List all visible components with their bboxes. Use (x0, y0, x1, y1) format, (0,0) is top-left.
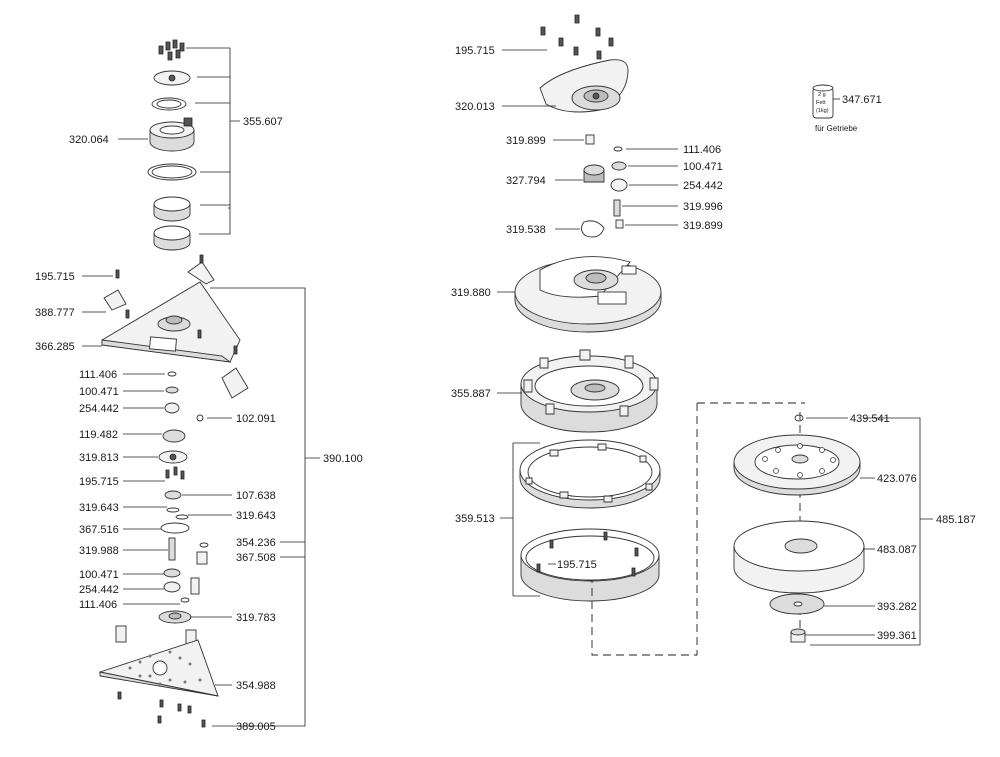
leaders-bottom-right (805, 605, 875, 636)
label-327794: 327.794 (506, 175, 546, 187)
label-100471: 100.471 (683, 161, 723, 173)
bracket-485187 (810, 417, 933, 646)
label-320013: 320.013 (455, 101, 495, 113)
rings-359513 (519, 439, 661, 602)
dashed-frame (591, 402, 805, 656)
label-319996: 319.996 (683, 201, 723, 213)
label-119482: 119.482 (79, 429, 118, 441)
label-319643: 319.643 (79, 502, 119, 514)
top-screws-left (158, 39, 185, 61)
label-355887: 355.887 (451, 388, 491, 400)
label-319783: 319.783 (236, 612, 276, 624)
label-100471: 100.471 (79, 386, 119, 398)
label-389005: 389.005 (236, 721, 276, 733)
label-483087: 483.087 (877, 544, 917, 556)
leaders-small-parts (553, 139, 678, 230)
label-319813: 319.813 (79, 452, 119, 464)
label-111406: 111.406 (683, 144, 721, 156)
label-393282: 393.282 (877, 601, 917, 613)
gear-cover-320013 (539, 59, 629, 113)
label-485187: 485.187 (936, 514, 976, 526)
leaders-left-stack (123, 373, 232, 618)
housing-disc-319880 (514, 256, 662, 333)
label-319643: 319.643 (236, 510, 276, 522)
label-195715: 195.715 (79, 476, 119, 488)
leaders-housing (82, 275, 113, 347)
label-320064: 320.064 (69, 134, 109, 146)
bearing-kit-parts (147, 70, 197, 251)
grease-fett: Fett (816, 100, 826, 106)
label-195715: 195.715 (557, 559, 597, 571)
label-354988: 354.988 (236, 680, 276, 692)
label-100471: 100.471 (79, 569, 119, 581)
label-399361: 399.361 (877, 630, 917, 642)
label-111406: 111.406 (79, 369, 117, 381)
label-195715: 195.715 (455, 45, 495, 57)
label-347671: 347.671 (842, 94, 882, 106)
label-319899: 319.899 (506, 135, 546, 147)
leaders-pad (806, 417, 875, 479)
label-319899: 319.899 (683, 220, 723, 232)
label-355607: 355.607 (243, 116, 283, 128)
label-319880: 319.880 (451, 287, 491, 299)
label-439541: 439.541 (850, 413, 890, 425)
sanding-pad-423076 (733, 414, 861, 496)
label-319988: 319.988 (79, 545, 119, 557)
bracket-355607 (186, 47, 240, 235)
label-319538: 319.538 (506, 224, 546, 236)
label-367508: 367.508 (236, 552, 276, 564)
bracket-359513 (500, 442, 556, 597)
label-254442: 254.442 (79, 584, 119, 596)
cage-ring-355887 (520, 349, 659, 433)
label-390100: 390.100 (323, 453, 363, 465)
label-102091: 102.091 (236, 413, 276, 425)
label-367516: 367.516 (79, 524, 119, 536)
label-111406: 111.406 (79, 599, 117, 611)
label-107638: 107.638 (236, 490, 276, 502)
part-labels: 355.607 320.064 195.715 388.777 366.285 … (35, 45, 976, 733)
label-366285: 366.285 (35, 341, 75, 353)
bracket-390100 (210, 287, 320, 727)
label-359513: 359.513 (455, 513, 495, 525)
label-254442: 254.442 (683, 180, 723, 192)
bottom-triangle-plate (98, 625, 219, 728)
left-stack-parts (158, 371, 209, 624)
small-gear-parts (581, 134, 628, 238)
label-195715: 195.715 (35, 271, 75, 283)
label-254442: 254.442 (79, 403, 119, 415)
grease-1kg: (1kg) (816, 108, 829, 114)
label-423076: 423.076 (877, 473, 917, 485)
triangle-housing (101, 254, 249, 399)
label-354236: 354.236 (236, 537, 276, 549)
label-388777: 388.777 (35, 307, 75, 319)
grease-amount: 2 g (818, 92, 826, 98)
disc-and-nut (769, 593, 825, 643)
foam-pad-483087 (733, 520, 865, 594)
label-fuer-getriebe: für Getriebe (815, 124, 858, 133)
grease-can-icon (812, 84, 834, 119)
top-screws-right (540, 14, 616, 71)
